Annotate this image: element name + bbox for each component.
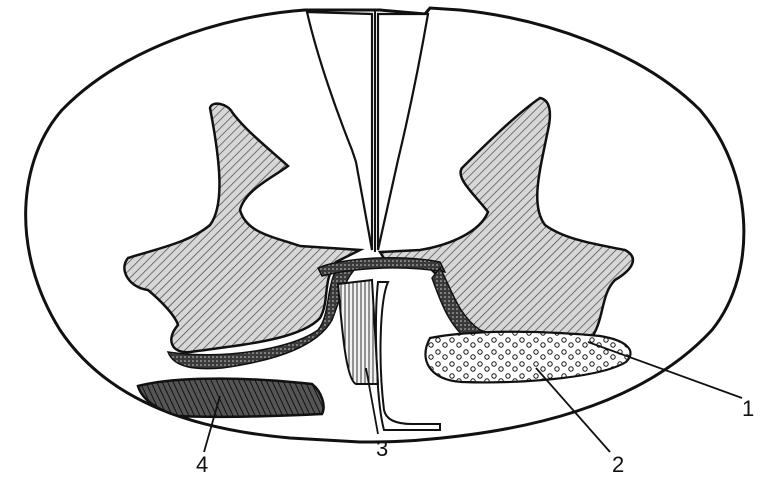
callout-label-2: 2: [612, 452, 624, 477]
callout-label-3: 3: [376, 436, 388, 461]
callout-label-1: 1: [742, 396, 754, 421]
lesion-4-dark-band: [138, 379, 324, 417]
callout-label-4: 4: [196, 452, 208, 477]
